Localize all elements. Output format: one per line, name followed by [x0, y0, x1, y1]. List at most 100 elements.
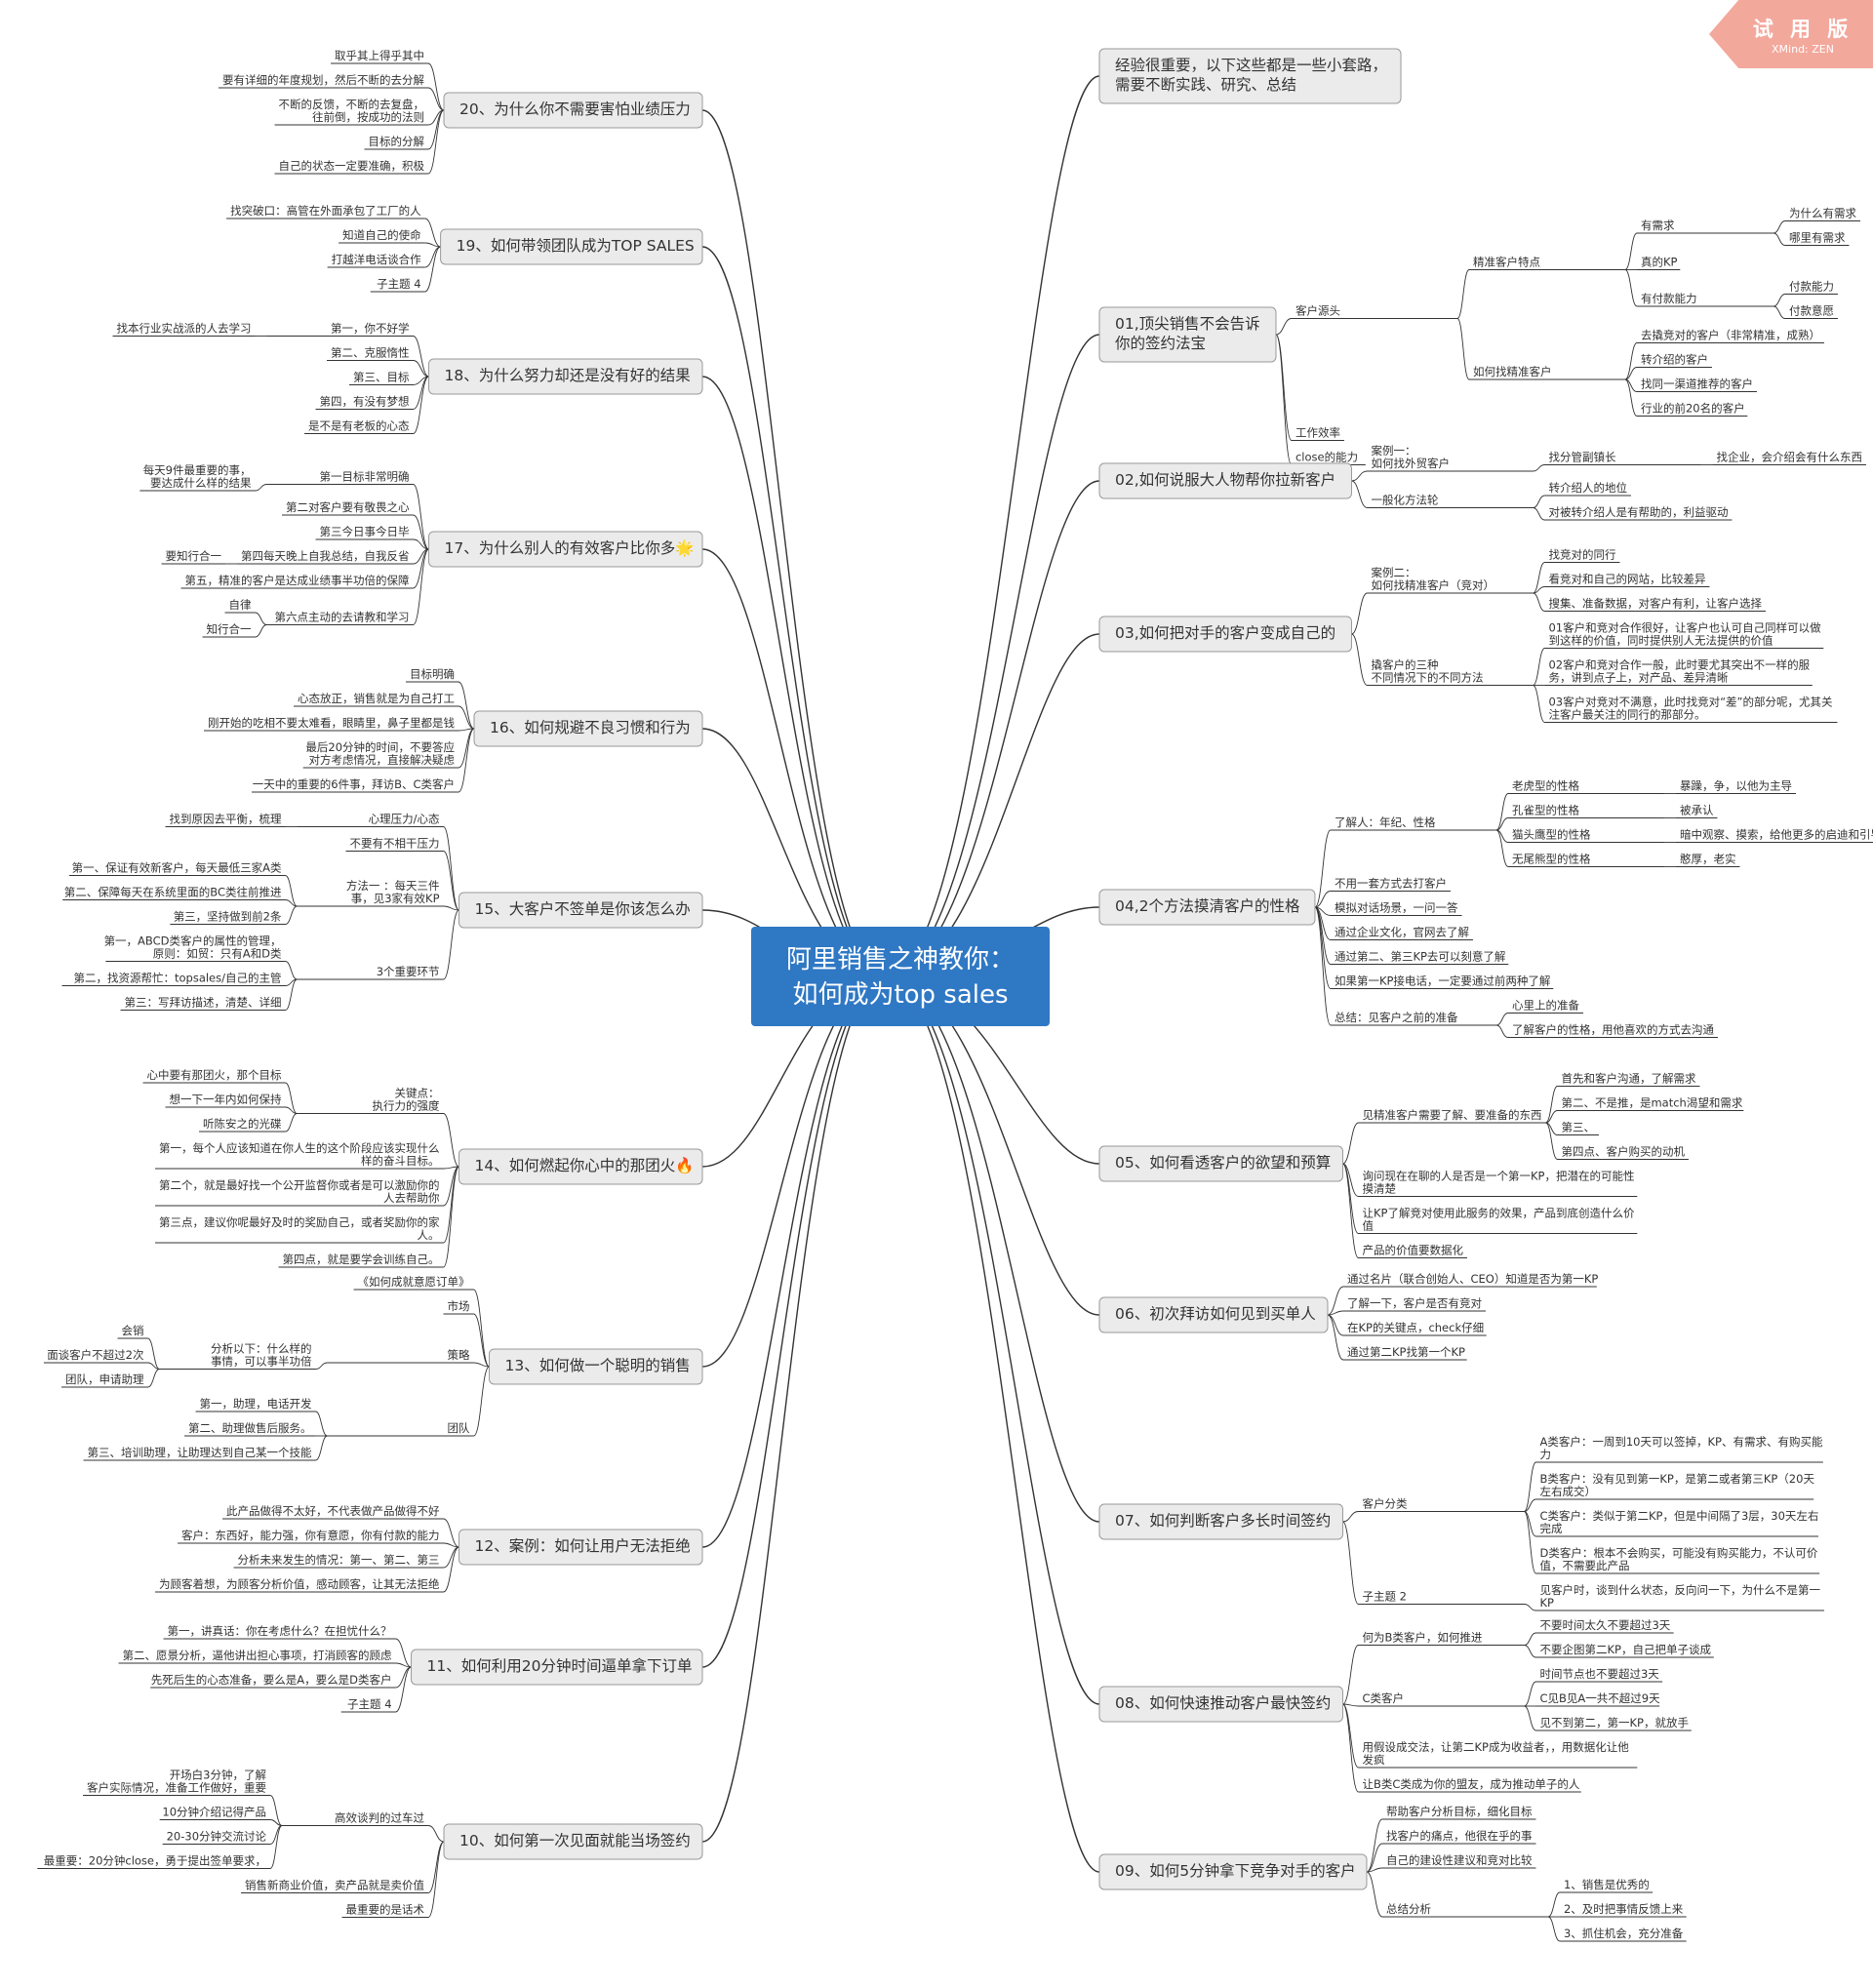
topic-l10-sub-1[interactable]: 高效谈判的过车过开场白3分钟，了解客户实际情况，准备工作做好，重要10分钟介绍记…: [37, 1769, 429, 1869]
topic-r04-box[interactable]: [1098, 889, 1316, 926]
topic-l14-sub-1-3[interactable]: 听陈安之的光碟: [199, 1117, 286, 1133]
topic-l10-sub-1-4[interactable]: 最重要：20分钟close，勇于提出签单要求，: [37, 1854, 271, 1869]
topic-l11-box[interactable]: [411, 1649, 703, 1686]
topic-r01-sub-1-2[interactable]: 如何找精准客户去撬竞对的客户（非常精准，成熟）转介绍的客户找同一渠道推荐的客户行…: [1468, 329, 1824, 417]
topic-r07-sub-1-1[interactable]: A类客户：一周到10天可以签掉，KP、有需求、有购买能力: [1535, 1435, 1823, 1463]
topic-l13-sub-1[interactable]: 《如何成就意愿订单》: [353, 1275, 474, 1291]
topic-l15-sub-2[interactable]: 不要有不相干压力: [345, 837, 444, 852]
topic-r01-sub-1-2-1[interactable]: 去撬竞对的客户（非常精准，成熟）: [1636, 329, 1824, 343]
topic-r01-box[interactable]: [1098, 306, 1277, 363]
topic-r08-sub-4[interactable]: 让B类C类成为你的盟友，成为推动单子的人: [1358, 1777, 1581, 1793]
topic-l15-sub-4-1[interactable]: 第一，ABCD类客户的属性的管理，原则：如贸：只有A和D类: [104, 934, 286, 962]
topic-r07-box[interactable]: [1098, 1503, 1343, 1540]
topic-l17-sub-2[interactable]: 第二对客户要有敬畏之心: [282, 500, 414, 516]
topic-r01-sub-1-2-2[interactable]: 转介绍的客户: [1636, 353, 1712, 368]
topic-l12-sub-3[interactable]: 分析未来发生的情况：第一、第二、第三: [233, 1553, 444, 1569]
topic-l15-sub-3-2[interactable]: 第二、保障每天在系统里面的BC类往前推进: [62, 886, 286, 900]
topic-r01-sub-1-1-1-1[interactable]: 为什么有需求: [1784, 207, 1860, 221]
topic-r08-sub-1-1[interactable]: 不要时间太久不要超过3天: [1535, 1618, 1674, 1634]
topic-l11-sub-1[interactable]: 第一，讲真话：你在考虑什么？在担忧什么？: [163, 1624, 396, 1640]
topic-r09[interactable]: 09、如何5分钟拿下竞争对手的客户帮助客户分析目标，细化目标找客户的痛点，他很在…: [1098, 1805, 1687, 1942]
topic-r04-sub-1[interactable]: 了解人：年纪、性格老虎型的性格暴躁，争，以他为主导孔雀型的性格被承认猫头鹰型的性…: [1330, 779, 1873, 867]
topic-l17-sub-4-1[interactable]: 要知行合一: [161, 549, 226, 565]
topic-r04-sub-6[interactable]: 如果第一KP接电话，一定要通过前两种了解: [1330, 974, 1554, 989]
topic-l10-sub-3[interactable]: 最重要的是话术: [341, 1903, 429, 1918]
topic-r01-sub-2[interactable]: 工作效率: [1291, 426, 1344, 441]
topic-r07[interactable]: 07、如何判断客户多长时间签约客户分类A类客户：一周到10天可以签掉，KP、有需…: [1098, 1435, 1824, 1611]
topic-r06-sub-3[interactable]: 在KP的关键点，check仔细: [1342, 1321, 1487, 1336]
topic-l13-sub-3-1-2[interactable]: 面谈客户不超过2次: [43, 1348, 148, 1364]
topic-r02[interactable]: 02,如何说服大人物帮你拉新客户案例一：如何找外贸客户找分管副镇长找企业，会介绍…: [1098, 444, 1866, 521]
topic-r04-sub-1-3[interactable]: 猫头鹰型的性格暗中观察、摸索，给他更多的启迪和引导: [1507, 828, 1873, 843]
topic-r04-sub-1-4[interactable]: 无尾熊型的性格憨厚，老实: [1507, 853, 1740, 867]
topic-r02-sub-2-2[interactable]: 对被转介绍人是有帮助的，利益驱动: [1544, 505, 1733, 521]
topic-l17[interactable]: 17、为什么别人的有效客户比你多🌟第一目标非常明确每天9件最重要的事，要达成什么…: [139, 463, 703, 638]
topic-r05-sub-1-3[interactable]: 第三、: [1557, 1121, 1599, 1135]
topic-r04-sub-2[interactable]: 不用一套方式去打客户: [1330, 877, 1451, 892]
topic-r04-sub-1-1-1[interactable]: 暴躁，争，以他为主导: [1675, 779, 1796, 794]
topic-r04-sub-1-1[interactable]: 老虎型的性格暴躁，争，以他为主导: [1507, 779, 1796, 794]
topic-r09-sub-4-1[interactable]: 1、销售是优秀的: [1559, 1878, 1654, 1893]
topic-l12-sub-1[interactable]: 此产品做得不太好，不代表做产品做得不好: [222, 1504, 444, 1520]
topic-l13-sub-3-1-1[interactable]: 会销: [117, 1324, 148, 1339]
topic-l12-sub-4[interactable]: 为顾客着想，为顾客分析价值，感动顾客，让其无法拒绝: [155, 1577, 444, 1593]
topic-l15-sub-4-3[interactable]: 第三：写拜访描述，清楚、详细: [120, 996, 286, 1011]
topic-l20-sub-4[interactable]: 目标的分解: [364, 135, 429, 150]
topic-l17-sub-1-1[interactable]: 每天9件最重要的事，要达成什么样的结果: [139, 463, 256, 492]
topic-r03-sub-2-1[interactable]: 01客户和竞对合作很好，让客户也认可自己同样可以做到这样的价值，同时提供别人无法…: [1544, 621, 1824, 649]
topic-l19-sub-3[interactable]: 打越洋电话谈合作: [327, 253, 425, 268]
topic-r00[interactable]: 经验很重要，以下这些都是一些小套路，需要不断实践、研究、总结: [1098, 48, 1402, 104]
topic-r05-sub-1-1[interactable]: 首先和客户沟通，了解需求: [1557, 1072, 1700, 1087]
topic-l10-sub-2[interactable]: 销售新商业价值，卖产品就是卖价值: [241, 1879, 429, 1893]
topic-l11-sub-4[interactable]: 子主题 4: [340, 1697, 396, 1713]
topic-l15-sub-3-3[interactable]: 第三，坚持做到前2条: [170, 910, 286, 925]
topic-r09-sub-4-3[interactable]: 3、抓住机会，充分准备: [1559, 1927, 1687, 1942]
topic-r06-box[interactable]: [1098, 1296, 1329, 1333]
central-topic-box[interactable]: [751, 927, 1050, 1026]
topic-l13-sub-4-3[interactable]: 第三、培训助理，让助理达到自己某一个技能: [83, 1446, 316, 1461]
topic-r02-sub-2-1[interactable]: 转介绍人的地位: [1544, 481, 1631, 497]
topic-l13-sub-4[interactable]: 团队第一，助理，电话开发第二、助理做售后服务。第三、培训助理，让助理达到自己某一…: [83, 1397, 474, 1461]
topic-l17-sub-6-2[interactable]: 知行合一: [202, 622, 256, 638]
topic-r09-box[interactable]: [1098, 1853, 1368, 1890]
topic-l17-box[interactable]: [428, 531, 703, 568]
topic-l20-sub-3[interactable]: 不断的反馈，不断的去复盘，往前倒，按成功的法则: [274, 98, 429, 126]
topic-r09-sub-4-2[interactable]: 2、及时把事情反馈上来: [1559, 1902, 1687, 1918]
topic-r05-sub-1[interactable]: 见精准客户需要了解、要准备的东西首先和客户沟通，了解需求第二、不是推，是matc…: [1358, 1072, 1744, 1160]
topic-l15-sub-3[interactable]: 方法一 ：每天三件事，见3家有效KP第一、保证有效新客户，每天最低三家A类第二、…: [62, 861, 444, 925]
topic-r01-sub-3[interactable]: close的能力: [1291, 451, 1366, 465]
topic-l13[interactable]: 13、如何做一个聪明的销售《如何成就意愿订单》市场策略分析以下：什么样的事情，可…: [43, 1275, 703, 1461]
topic-l18-sub-2[interactable]: 第二、克服惰性: [327, 346, 414, 361]
topic-r03-sub-1[interactable]: 案例二：如何找精准客户（竞对）找竞对的同行看竞对和自己的网站，比较差异搜集、准备…: [1367, 548, 1766, 612]
topic-r04-sub-7-2[interactable]: 了解客户的性格，用他喜欢的方式去沟通: [1507, 1023, 1718, 1038]
topic-r03-sub-1-2[interactable]: 看竞对和自己的网站，比较差异: [1544, 573, 1710, 587]
topic-l18-box[interactable]: [428, 358, 703, 395]
topic-l18[interactable]: 18、为什么努力却还是没有好的结果第一，你不好学找本行业实战派的人去学习第二、克…: [112, 322, 703, 434]
topic-l10-sub-1-2[interactable]: 10分钟介绍记得产品: [159, 1806, 271, 1820]
topic-l15[interactable]: 15、大客户不签单是你该怎么办心理压力/心态找到原因去平衡，梳理不要有不相干压力…: [61, 813, 703, 1011]
topic-l19-sub-1[interactable]: 找突破口：高管在外面承包了工厂的人: [226, 204, 425, 219]
topic-r04-sub-1-4-1[interactable]: 憨厚，老实: [1675, 853, 1740, 867]
topic-r09-sub-2[interactable]: 找客户的痛点，他很在乎的事: [1381, 1829, 1536, 1845]
topic-r01-sub-1-1-3-2[interactable]: 付款意愿: [1784, 304, 1838, 319]
topic-r04-sub-4[interactable]: 通过企业文化，官网去了解: [1330, 926, 1473, 940]
topic-r04-sub-5[interactable]: 通过第二、第三KP去可以刻意了解: [1330, 950, 1509, 965]
